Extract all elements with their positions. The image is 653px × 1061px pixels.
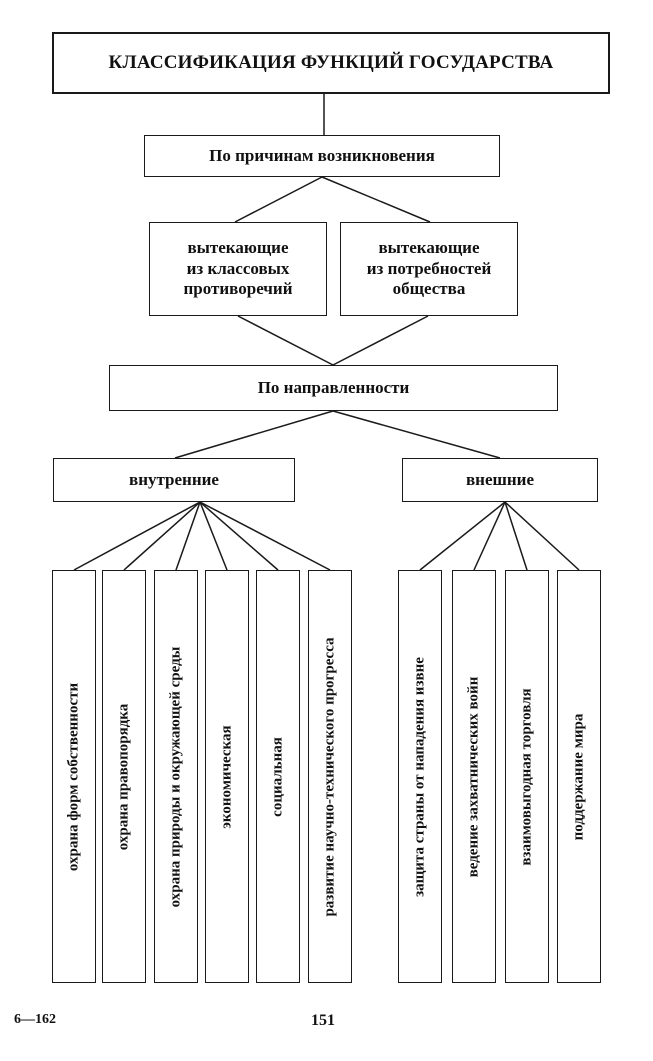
- item-label: развитие научно-технического прогресса: [321, 636, 338, 917]
- origin-class-contradictions: вытекающие из классовых противоречий: [149, 222, 327, 316]
- external-functions-box: внешние: [402, 458, 598, 502]
- by-origin-box: По причинам возникновения: [144, 135, 500, 177]
- internal-item-law-order: охрана правопорядка: [102, 570, 146, 983]
- internal-item-social: социальная: [256, 570, 300, 983]
- diagram-title: КЛАССИФИКАЦИЯ ФУНКЦИЙ ГОСУДАРСТВА: [52, 32, 610, 94]
- internal-item-tech-progress: развитие научно-технического прогресса: [308, 570, 352, 983]
- item-label: экономическая: [218, 724, 235, 829]
- external-item-wars: ведение захватнических войн: [452, 570, 496, 983]
- item-label: взаимовыгодная торговля: [518, 687, 535, 866]
- internal-item-environment: охрана природы и окружающей среды: [154, 570, 198, 983]
- item-label: поддержание мира: [570, 713, 587, 840]
- item-label: охрана природы и окружающей среды: [167, 646, 184, 907]
- external-item-peace: поддержание мира: [557, 570, 601, 983]
- item-label: защита страны от нападения извне: [411, 656, 428, 897]
- origin-society-needs: вытекающие из потребностей общества: [340, 222, 518, 316]
- item-label: охрана форм собственности: [65, 682, 82, 871]
- external-item-defense: защита страны от нападения извне: [398, 570, 442, 983]
- internal-functions-box: внутренние: [53, 458, 295, 502]
- external-item-trade: взаимовыгодная торговля: [505, 570, 549, 983]
- signature-mark: 6—162: [14, 1012, 56, 1027]
- item-label: охрана правопорядка: [115, 703, 132, 850]
- internal-item-property: охрана форм собственности: [52, 570, 96, 983]
- item-label: ведение захватнических войн: [465, 676, 482, 877]
- page-number: 151: [311, 1012, 335, 1029]
- by-direction-box: По направленности: [109, 365, 558, 411]
- internal-item-economic: экономическая: [205, 570, 249, 983]
- item-label: социальная: [269, 736, 286, 817]
